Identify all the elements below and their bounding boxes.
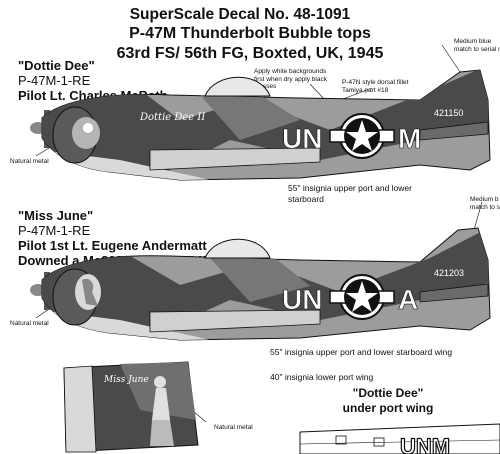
aircraft2-name: "Miss June" xyxy=(18,208,94,223)
aircraft1-nose-art: Dottie Dee II xyxy=(139,112,206,123)
aircraft1-model: P-47M-1-RE xyxy=(18,73,91,88)
aircraft2-serial: 421203 xyxy=(434,268,464,278)
aircraft1-serial: 421150 xyxy=(434,108,463,118)
nose-art-caption: Miss June xyxy=(103,375,149,385)
aircraft2-profile: UN A 421203 xyxy=(30,201,491,341)
insignia-note-2: 55" insignia upper port and lower starbo… xyxy=(270,347,453,357)
white-background-note: Apply white backgrounds first when dry a… xyxy=(254,68,327,90)
aircraft2-pilot: Pilot 1st Lt. Eugene Andermatt xyxy=(18,238,207,253)
natural-metal-note-1: Natural metal xyxy=(10,158,49,165)
dorsal-fillet-note: P-47N style dorsal fillet Tamiya part #1… xyxy=(342,79,409,94)
insignia-note-3: 40" insignia lower port wing xyxy=(270,372,374,382)
aircraft1-profile: UN M 421150 Dottie Dee II xyxy=(30,44,491,181)
insignia-note-1: 55" insignia upper port and lower starbo… xyxy=(288,183,412,204)
aircraft2-code-left: UN xyxy=(282,284,322,315)
aircraft1-name: "Dottie Dee" xyxy=(18,58,95,73)
wing-panel-label-block: "Dottie Dee" under port wing xyxy=(338,386,438,416)
natural-metal-note-2: Natural metal xyxy=(10,320,49,327)
nose-art-detail: Miss June xyxy=(63,361,207,453)
medium-blue-note-1: Medium blue match to serial n xyxy=(454,38,500,53)
aircraft2-code-right: A xyxy=(398,284,418,315)
wing-panel-code: UNM xyxy=(400,434,450,454)
medium-blue-note-2: Medium b match to s xyxy=(470,196,500,211)
wing-panel-name: "Dottie Dee" xyxy=(352,386,424,400)
natural-metal-note-3: Natural metal xyxy=(214,424,253,431)
aircraft1-code-left: UN xyxy=(282,123,322,154)
under-wing-panel: UNM xyxy=(299,423,500,454)
aircraft2-model: P-47M-1-RE xyxy=(18,223,91,238)
aircraft-type-title: P-47M Thunderbolt Bubble tops xyxy=(129,25,371,42)
aircraft1-code-right: M xyxy=(398,123,421,154)
decal-sheet-title: SuperScale Decal No. 48-1091 xyxy=(129,6,351,23)
wing-panel-caption: under port wing xyxy=(342,401,434,415)
unit-title: 63rd FS/ 56th FG, Boxted, UK, 1945 xyxy=(116,45,384,62)
